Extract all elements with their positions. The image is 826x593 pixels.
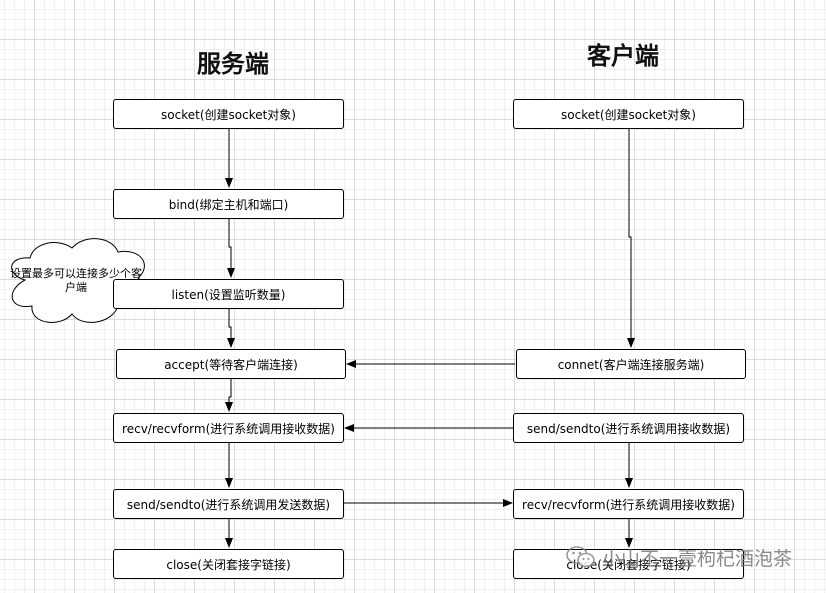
- server-title: 服务端: [197, 50, 269, 78]
- note-text: 设置最多可以连接多少个客户端: [10, 267, 142, 294]
- client-title: 客户端: [587, 42, 659, 70]
- watermark-text: 小山不一壹枸杞酒泡茶: [602, 547, 793, 570]
- server-bind-step[interactable]: bind(绑定主机和端口): [113, 189, 344, 219]
- arrow-client-socket-connect: [627, 129, 635, 348]
- watermark: 小山不一壹枸杞酒泡茶: [566, 542, 792, 572]
- client-send-step[interactable]: send/sendto(进行系统调用接收数据): [513, 413, 744, 443]
- client-recv-step[interactable]: recv/recvform(进行系统调用接收数据): [513, 489, 744, 519]
- wechat-icon: [566, 546, 595, 568]
- arrow-accept-recv: [225, 379, 233, 412]
- server-close-step[interactable]: close(关闭套接字链接): [113, 549, 344, 579]
- client-socket-step[interactable]: socket(创建socket对象): [513, 99, 744, 129]
- server-listen-step[interactable]: listen(设置监听数量): [113, 279, 344, 309]
- client-close-step[interactable]: close(关闭套接字链接): [513, 549, 744, 579]
- server-accept-step[interactable]: accept(等待客户端连接): [116, 349, 346, 379]
- server-recv-step[interactable]: recv/recvform(进行系统调用接收数据): [113, 413, 344, 443]
- client-connect-step[interactable]: connet(客户端连接服务端): [516, 349, 746, 379]
- arrow-listen-accept: [227, 309, 235, 348]
- arrow-bind-listen: [227, 219, 235, 278]
- server-send-step[interactable]: send/sendto(进行系统调用发送数据): [113, 489, 344, 519]
- server-socket-step[interactable]: socket(创建socket对象): [113, 99, 344, 129]
